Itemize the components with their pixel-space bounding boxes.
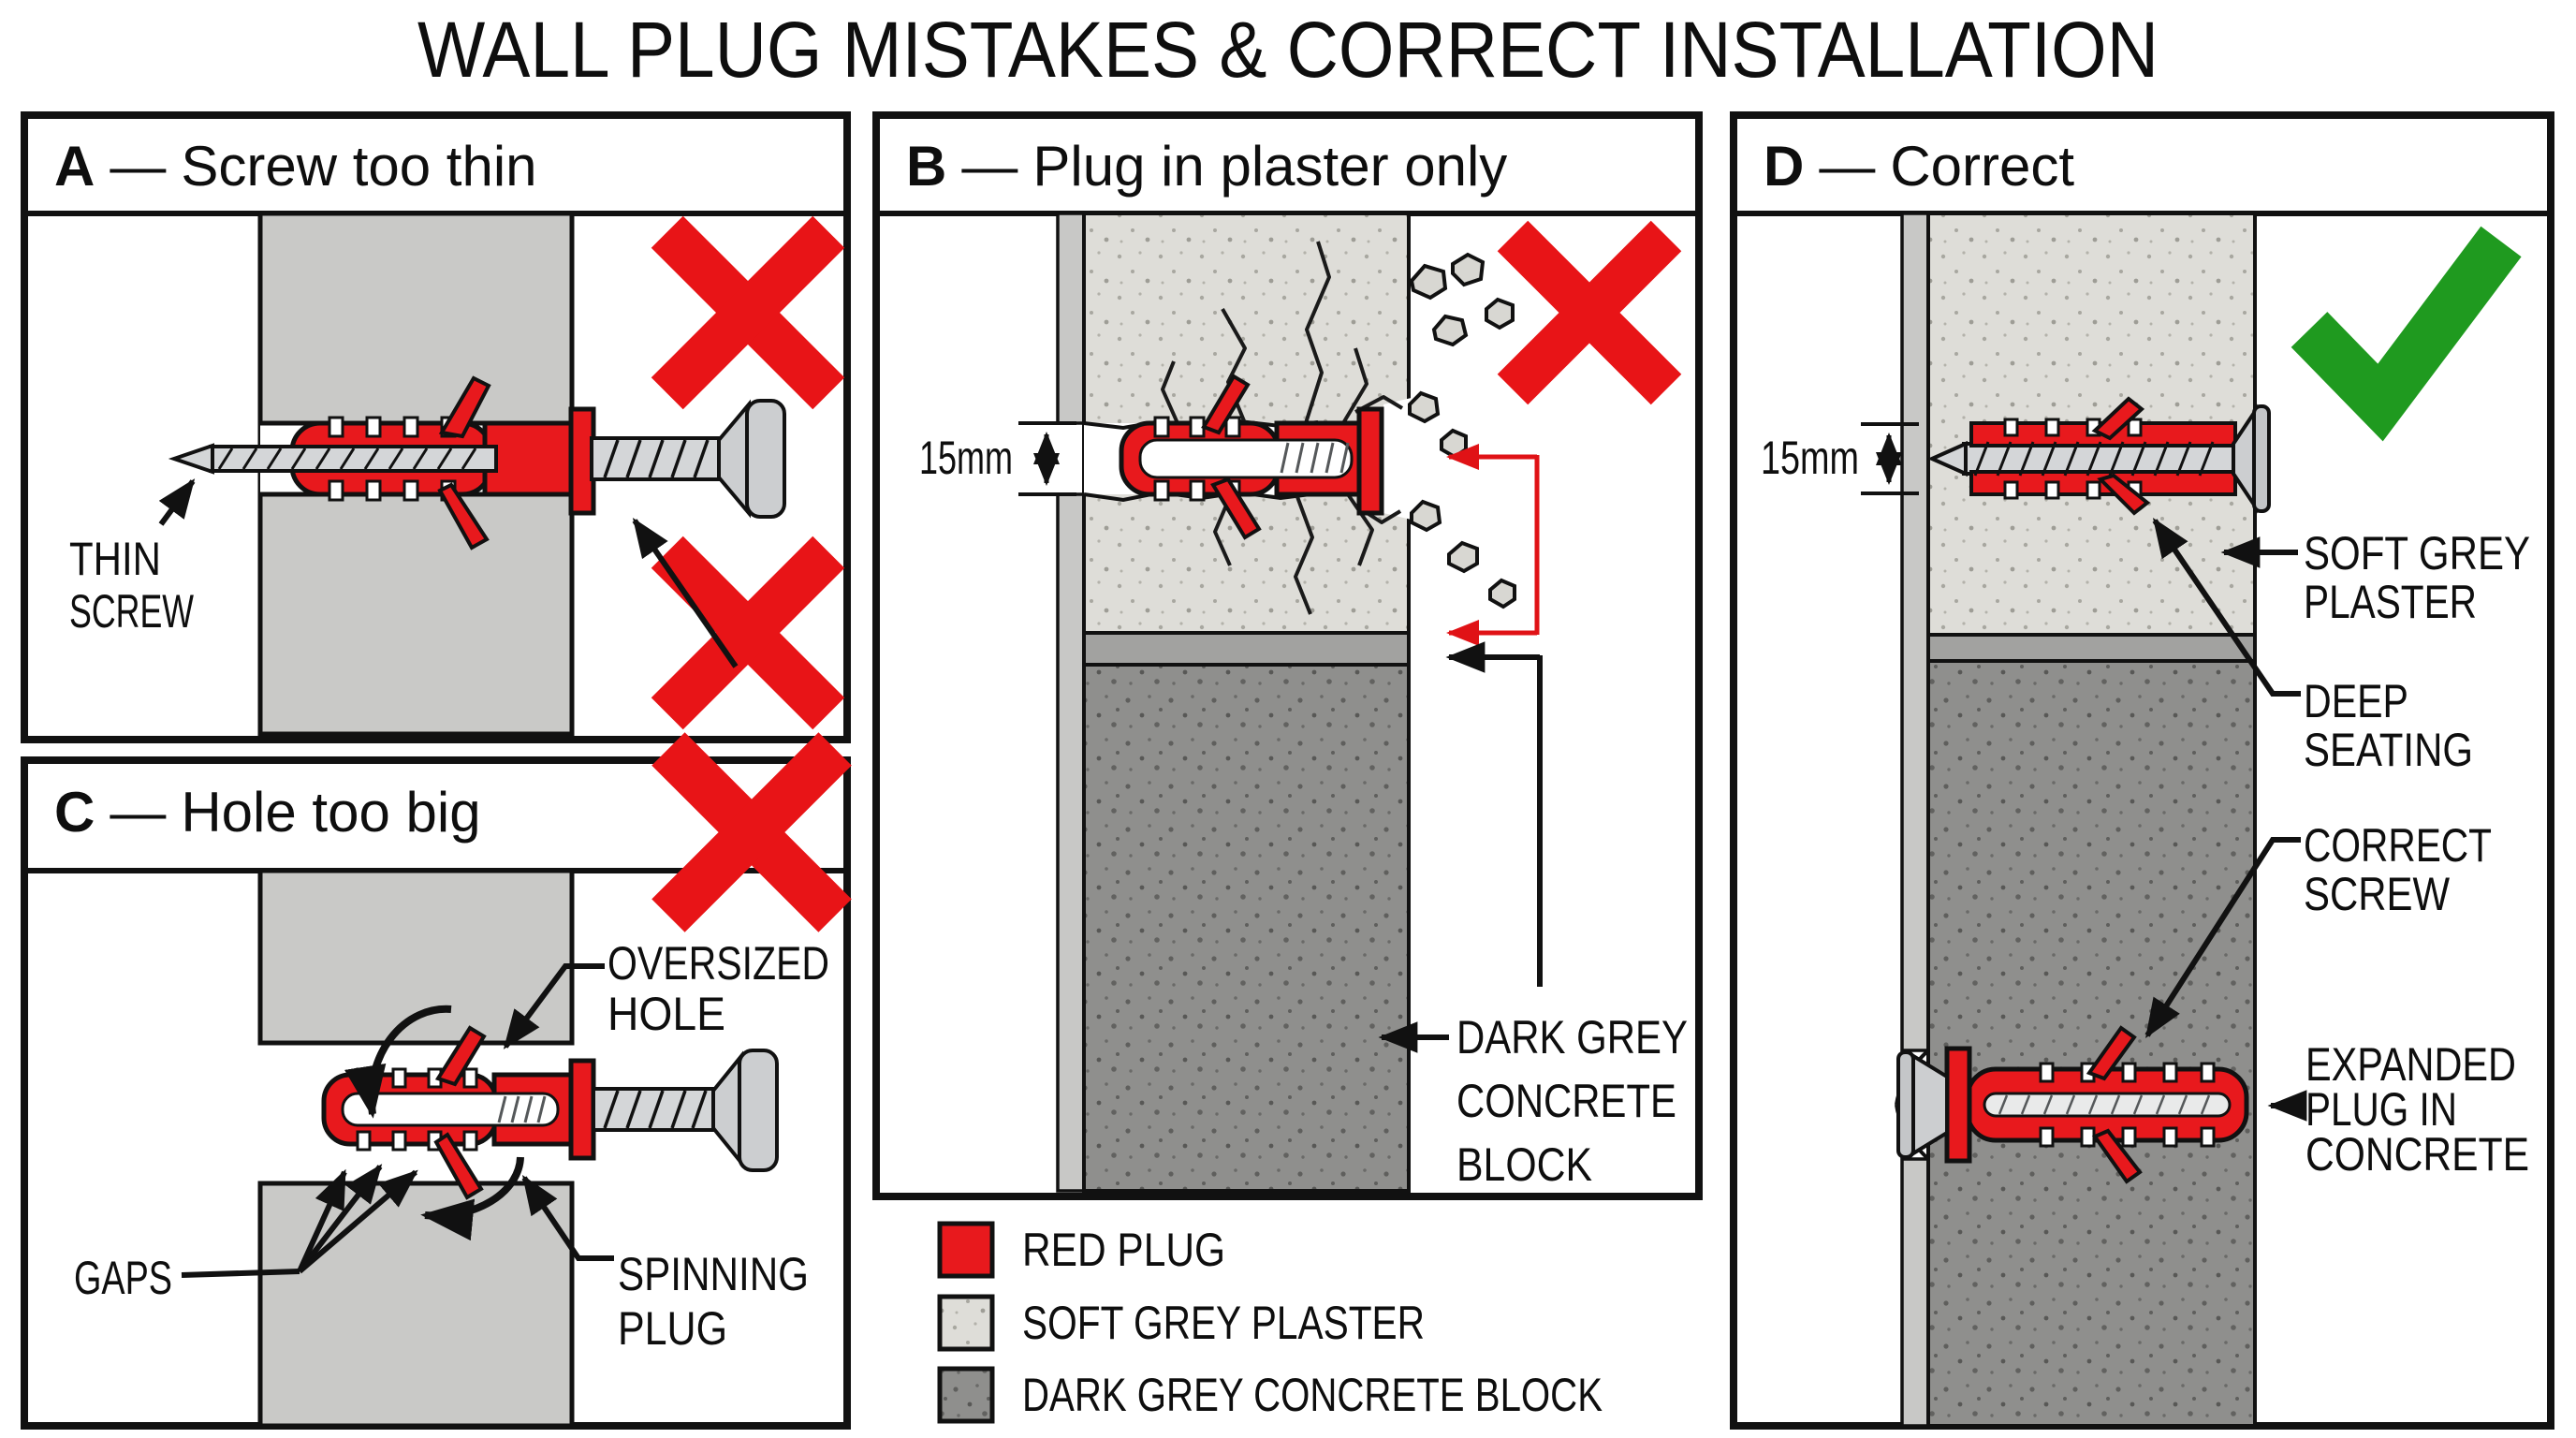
wall-plug: [289, 375, 596, 550]
plug-flange: [568, 1058, 596, 1161]
dimension-15mm: 15mm: [919, 432, 1013, 484]
plug-fin-top: [2091, 396, 2145, 441]
thin-screw-label-line2: SCREW: [69, 585, 195, 638]
panel-a: A—Screw too thin: [21, 111, 851, 743]
screw-head: [745, 399, 786, 519]
cross-icon: [651, 215, 845, 410]
plug-fin-bottom: [437, 482, 490, 550]
broken-plaster-gap: [1383, 397, 1415, 521]
wall-plug-in-plaster: [1119, 374, 1384, 540]
spinning-plug-label-line2: PLUG: [618, 1302, 727, 1355]
plug-fin-bottom: [2091, 1128, 2143, 1184]
plug-fin-bottom: [1210, 477, 1262, 540]
layer-boundary-band: [1082, 631, 1411, 667]
plaster-label-line2: PLASTER: [2304, 576, 2477, 628]
cross-icon: [651, 536, 845, 730]
expanded-label-line1: EXPANDED: [2305, 1038, 2516, 1091]
expanded-plug-in-concrete: [1896, 1025, 2249, 1184]
wall-surface-strip-bottom: [1900, 1157, 1930, 1428]
expanded-label-line2: PLUG IN: [2305, 1083, 2457, 1136]
spinning-plug-label-line1: SPINNING: [618, 1248, 809, 1300]
plug-fin-bottom: [433, 1132, 484, 1200]
cross-icon: [1497, 220, 1682, 405]
screw-label-line2: SCREW: [2304, 868, 2451, 920]
plug-fin-top: [438, 375, 491, 439]
oversized-hole-label-line1: OVERSIZED: [607, 937, 829, 990]
legend-label-dark-grey-concrete: DARK GREY CONCRETE BLOCK: [1022, 1369, 1603, 1421]
correct-screw-in-plaster: [1927, 396, 2271, 516]
concrete-block: [1082, 663, 1411, 1193]
screw-tip: [1927, 440, 1968, 477]
gaps-label: GAPS: [74, 1252, 172, 1304]
panel-d-header: D—Correct: [1764, 135, 2074, 198]
screw-head: [2252, 404, 2271, 513]
legend-swatch-dark-grey-concrete: [937, 1366, 995, 1424]
spinning-plug-pointer-arrow: [521, 1175, 614, 1261]
gaps-connector: [181, 1269, 300, 1278]
screw-pointer-arrow: [2144, 837, 2301, 1039]
plug-flange: [1944, 1046, 1972, 1164]
plug-fin-top: [434, 1025, 487, 1087]
plug-slot: [1138, 438, 1354, 479]
thin-screw-label-line1: THIN: [69, 533, 161, 585]
spinning-wall-plug: [321, 1025, 779, 1200]
legend-swatch-soft-grey-plaster: [937, 1294, 995, 1352]
legend-label-soft-grey-plaster: SOFT GREY PLASTER: [1022, 1297, 1425, 1349]
screw-head: [738, 1049, 779, 1172]
legend-swatch-red-plug: [937, 1221, 995, 1279]
panel-d: D—Correct: [1730, 111, 2554, 1430]
concrete-label-line2: CONCRETE: [1456, 1075, 1676, 1127]
seating-label-line2: SEATING: [2304, 724, 2473, 776]
rotation-arrow-top: [344, 1005, 452, 1119]
screw-label-line1: CORRECT: [2304, 819, 2492, 872]
expanded-label-line3: CONCRETE: [2305, 1128, 2529, 1181]
legend-label-red-plug: RED PLUG: [1022, 1224, 1225, 1276]
concrete-label-line3: BLOCK: [1456, 1138, 1592, 1191]
layer-boundary-band: [1926, 633, 2257, 663]
page-title: WALL PLUG MISTAKES & CORRECT INSTALLATIO…: [417, 6, 2159, 94]
panel-a-header: A—Screw too thin: [54, 135, 537, 198]
wall-surface-strip-top: [1056, 212, 1086, 425]
gaps-arrow-1: [297, 1168, 347, 1273]
dimension-15mm: 15mm: [1761, 432, 1859, 484]
plug-flange: [1356, 406, 1384, 516]
oversized-hole-pointer-arrow: [503, 963, 605, 1049]
concrete-label-line1: DARK GREY: [1456, 1011, 1688, 1064]
wall-surface-strip-bottom: [1056, 492, 1086, 1193]
seating-label-line1: DEEP: [2304, 675, 2408, 727]
screw-outside-wall: [590, 399, 786, 519]
cross-icon: [651, 732, 852, 932]
thin-screw-pointer-arrow: [158, 478, 196, 526]
plug-fin-top: [1201, 374, 1251, 435]
panel-b-header: B—Plug in plaster only: [906, 135, 1507, 198]
panel-c: C—Hole too big: [21, 732, 852, 1430]
oversized-hole-label-line2: HOLE: [607, 988, 725, 1040]
rotation-arrow-bottom: [420, 1156, 524, 1241]
plug-fin-bottom: [2097, 473, 2151, 516]
check-icon: [2291, 226, 2522, 442]
screw-head: [1896, 1050, 1915, 1159]
gaps-arrow-3: [298, 1169, 418, 1274]
seating-pointer-arrow: [2152, 518, 2301, 697]
panel-c-header: C—Hole too big: [54, 781, 481, 844]
thin-screw: [168, 443, 498, 475]
panel-b: B—Plug in plaster only: [872, 111, 1703, 1200]
wall-block-bottom: [257, 1181, 575, 1429]
legend: RED PLUG SOFT GREY PLASTER DARK GREY CON…: [937, 1221, 1603, 1424]
wall-surface-strip-top: [1900, 212, 1930, 1052]
plug-pointer-arrow: [632, 518, 739, 668]
gaps-arrow-2: [297, 1164, 383, 1273]
plug-fin-top: [2086, 1025, 2137, 1081]
plaster-label-line1: SOFT GREY: [2304, 527, 2530, 580]
concrete-block: [1926, 659, 2257, 1428]
